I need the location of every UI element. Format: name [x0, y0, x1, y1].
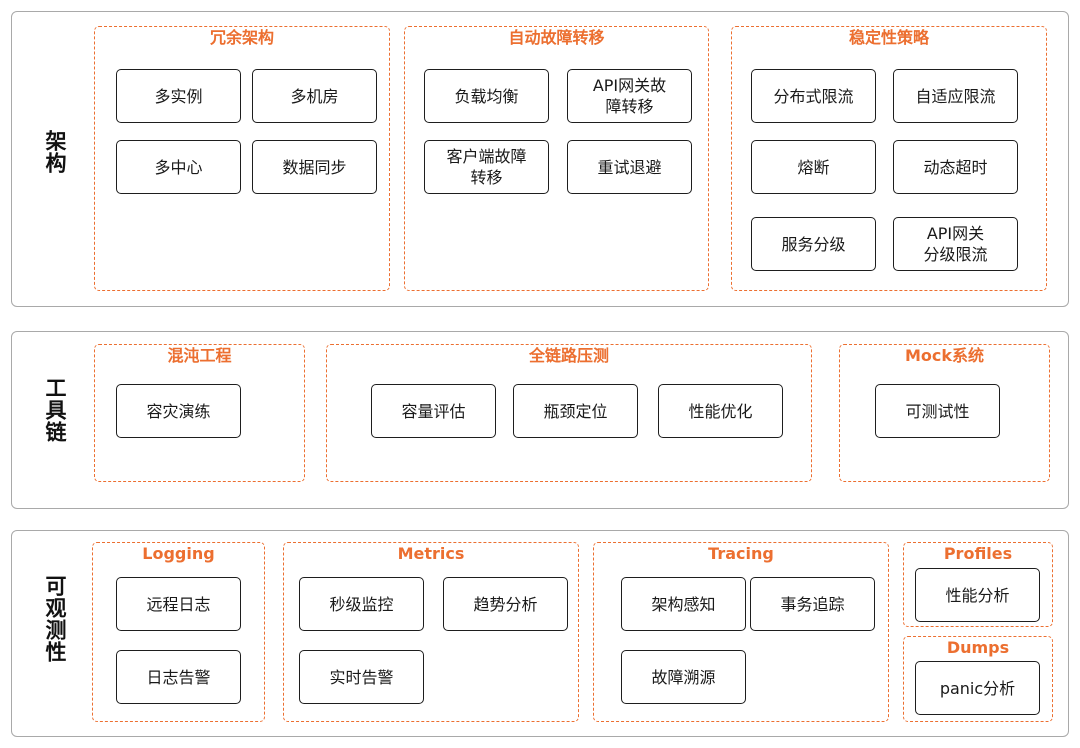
group-title: Tracing	[708, 544, 774, 563]
item-box: 性能优化	[658, 384, 783, 438]
item-box: 自适应限流	[893, 69, 1018, 123]
group-auto-failover: 自动故障转移	[404, 26, 709, 291]
item-box: 容灾演练	[116, 384, 241, 438]
group-title: 全链路压测	[528, 346, 609, 365]
item-box: 负载均衡	[424, 69, 549, 123]
item-box: 数据同步	[252, 140, 377, 194]
group-mock-system: Mock系统	[839, 344, 1050, 482]
item-box: 容量评估	[371, 384, 496, 438]
item-box: 远程日志	[116, 577, 241, 631]
group-title: 冗余架构	[209, 28, 274, 47]
item-box: 事务追踪	[750, 577, 875, 631]
item-box: 实时告警	[299, 650, 424, 704]
item-box: 动态超时	[893, 140, 1018, 194]
group-full-link-stress-test: 全链路压测	[326, 344, 812, 482]
item-box: 多中心	[116, 140, 241, 194]
item-box: 日志告警	[116, 650, 241, 704]
section-label-architecture: 架构	[43, 130, 67, 174]
item-box: API网关 分级限流	[893, 217, 1018, 271]
item-box: 服务分级	[751, 217, 876, 271]
item-box: 瓶颈定位	[513, 384, 638, 438]
item-box: 多机房	[252, 69, 377, 123]
group-title: Metrics	[397, 544, 465, 563]
item-box: 可测试性	[875, 384, 1000, 438]
item-box: API网关故 障转移	[567, 69, 692, 123]
section-label-toolchain: 工具链	[43, 377, 67, 443]
group-title: 混沌工程	[167, 346, 232, 365]
item-box: 架构感知	[621, 577, 746, 631]
group-logging: Logging	[92, 542, 265, 722]
item-box: 故障溯源	[621, 650, 746, 704]
item-box: 分布式限流	[751, 69, 876, 123]
item-box: 趋势分析	[443, 577, 568, 631]
item-box: 重试退避	[567, 140, 692, 194]
group-profiles: Profiles	[903, 542, 1053, 627]
item-box: 多实例	[116, 69, 241, 123]
group-redundant-architecture: 冗余架构	[94, 26, 390, 291]
section-label-observability: 可观测性	[43, 575, 67, 663]
group-metrics: Metrics	[283, 542, 579, 722]
group-title: Dumps	[946, 638, 1010, 657]
group-tracing: Tracing	[593, 542, 889, 722]
item-box: 秒级监控	[299, 577, 424, 631]
item-box: 客户端故障 转移	[424, 140, 549, 194]
group-stability-strategy: 稳定性策略	[731, 26, 1047, 291]
group-chaos-engineering: 混沌工程	[94, 344, 305, 482]
group-dumps: Dumps	[903, 636, 1053, 722]
item-box: panic分析	[915, 661, 1040, 715]
item-box: 熔断	[751, 140, 876, 194]
group-title: Logging	[142, 544, 215, 563]
item-box: 性能分析	[915, 568, 1040, 622]
group-title: 稳定性策略	[848, 28, 929, 47]
group-title: 自动故障转移	[508, 28, 605, 47]
group-title: Profiles	[943, 544, 1013, 563]
group-title: Mock系统	[904, 346, 985, 365]
